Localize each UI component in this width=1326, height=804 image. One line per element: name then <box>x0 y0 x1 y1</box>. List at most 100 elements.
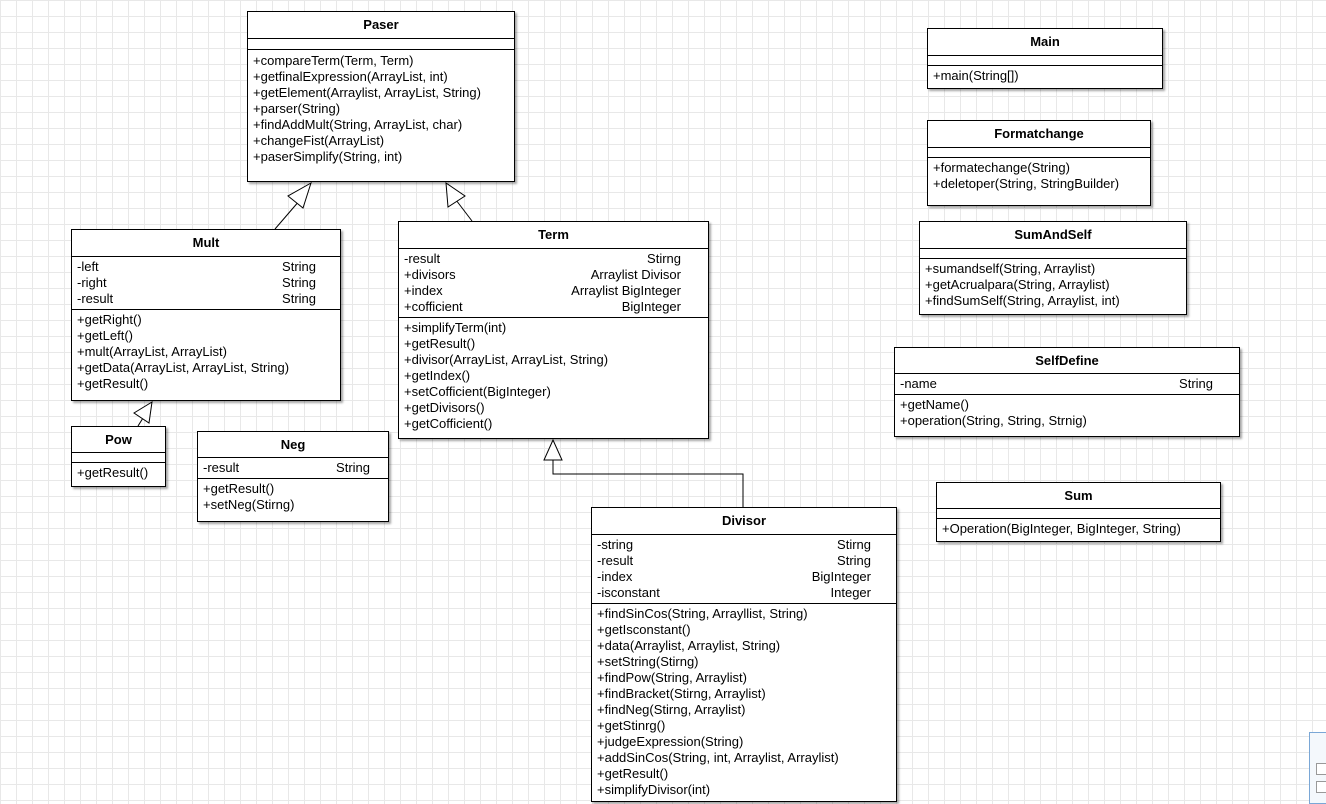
method-compartment: +findSinCos(String, Arrayllist, String)+… <box>592 604 896 800</box>
attribute-type: Arraylist BigInteger <box>571 283 681 298</box>
method-compartment: +sumandself(String, Arraylist)+getAcrual… <box>920 259 1186 311</box>
attribute-name: -result <box>77 291 114 306</box>
class-term[interactable]: Term -result Stirng +divisors Arraylist Div… <box>398 221 709 439</box>
class-main[interactable]: Main +main(String[]) <box>927 28 1163 89</box>
method-row: +changeFist(ArrayList) <box>253 133 385 148</box>
attribute-name: -result <box>203 460 240 475</box>
method-row: +setNeg(Stirng) <box>203 497 295 512</box>
attribute-type: Stirng <box>647 251 681 266</box>
method-row: +deletoper(String, StringBuilder) <box>933 176 1120 191</box>
attribute-name: -right <box>77 275 107 290</box>
attribute-compartment <box>920 249 1186 259</box>
method-row: +getIndex() <box>404 368 471 383</box>
attribute-compartment <box>248 39 514 50</box>
class-title: Main <box>928 29 1162 56</box>
method-compartment: +getRight()+getLeft()+mult(ArrayList, Ar… <box>72 310 340 394</box>
attribute-name: -isconstant <box>597 585 660 600</box>
method-row: +sumandself(String, Arraylist) <box>925 261 1096 276</box>
attribute-compartment <box>937 509 1220 519</box>
method-row: +findAddMult(String, ArrayList, char) <box>253 117 463 132</box>
class-pow[interactable]: Pow +getResult() <box>71 426 166 487</box>
method-compartment: +getResult()+setNeg(Stirng) <box>198 479 388 515</box>
attribute-name: +divisors <box>404 267 456 282</box>
arrowhead-mult-paser <box>287 181 312 209</box>
method-compartment: +getResult() <box>72 463 165 483</box>
method-row: +getDivisors() <box>404 400 485 415</box>
method-row: +getAcrualpara(String, Arraylist) <box>925 277 1110 292</box>
method-row: +parser(String) <box>253 101 341 116</box>
method-compartment: +compareTerm(Term, Term)+getfinalExpress… <box>248 50 514 167</box>
attribute-row: -result String <box>77 291 316 307</box>
method-row: +getElement(Arraylist, ArrayList, String… <box>253 85 481 100</box>
attribute-type: BigInteger <box>811 569 871 584</box>
method-compartment: +main(String[]) <box>928 66 1162 86</box>
arrowhead-divisor-term <box>543 438 563 461</box>
attribute-name: -result <box>404 251 441 266</box>
method-row: +Operation(BigInteger, BigInteger, Strin… <box>942 521 1181 536</box>
method-row: +getResult() <box>77 465 149 480</box>
edge-term-paser <box>455 199 473 222</box>
class-title: Formatchange <box>928 121 1150 148</box>
class-sum[interactable]: Sum +Operation(BigInteger, BigInteger, S… <box>936 482 1221 542</box>
attribute-type: BigInteger <box>621 299 681 314</box>
method-row: +findNeg(Stirng, Arraylist) <box>597 702 746 717</box>
method-row: +getRight() <box>77 312 142 327</box>
method-compartment: +Operation(BigInteger, BigInteger, Strin… <box>937 519 1220 539</box>
edge-pow-mult <box>137 417 144 427</box>
method-row: +getResult() <box>77 376 149 391</box>
method-row: +getName() <box>900 397 969 412</box>
attribute-compartment <box>72 453 165 463</box>
method-row: +main(String[]) <box>933 68 1019 83</box>
method-row: +getLeft() <box>77 328 134 343</box>
class-title: Divisor <box>592 508 896 535</box>
method-compartment: +formatechange(String)+deletoper(String,… <box>928 158 1150 194</box>
attribute-name: -result <box>597 553 634 568</box>
class-title: SelfDefine <box>895 348 1239 374</box>
class-formatchange[interactable]: Formatchange +formatechange(String)+dele… <box>927 120 1151 206</box>
class-title: SumAndSelf <box>920 222 1186 249</box>
class-title: Neg <box>198 432 388 458</box>
method-row: +simplifyTerm(int) <box>404 320 507 335</box>
class-sumandself[interactable]: SumAndSelf +sumandself(String, Arraylist… <box>919 221 1187 315</box>
method-row: +getResult() <box>404 336 476 351</box>
attribute-type: String <box>1179 376 1213 391</box>
method-row: +setCofficient(BigInteger) <box>404 384 551 399</box>
panel-toggle-icon <box>1316 781 1326 793</box>
edge-divisor-term <box>552 460 744 507</box>
method-row: +divisor(ArrayList, ArrayList, String) <box>404 352 609 367</box>
method-row: +getResult() <box>597 766 669 781</box>
class-title: Term <box>399 222 708 249</box>
method-compartment: +getName()+operation(String, String, Str… <box>895 395 1239 431</box>
attribute-type: String <box>282 291 316 306</box>
attribute-type: Stirng <box>837 537 871 552</box>
method-row: +data(Arraylist, Arraylist, String) <box>597 638 781 653</box>
attribute-type: Arraylist Divisor <box>590 267 681 282</box>
method-row: +setString(Stirng) <box>597 654 699 669</box>
minimap-panel[interactable] <box>1309 732 1326 804</box>
method-row: +getData(ArrayList, ArrayList, String) <box>77 360 290 375</box>
method-row: +findBracket(Stirng, Arraylist) <box>597 686 766 701</box>
attribute-row: +divisors Arraylist Divisor <box>404 267 681 283</box>
class-paser[interactable]: Paser +compareTerm(Term, Term)+getfinalE… <box>247 11 515 182</box>
class-title: Mult <box>72 230 340 257</box>
panel-toggle-icon <box>1316 763 1326 775</box>
method-row: +findPow(String, Arraylist) <box>597 670 747 685</box>
